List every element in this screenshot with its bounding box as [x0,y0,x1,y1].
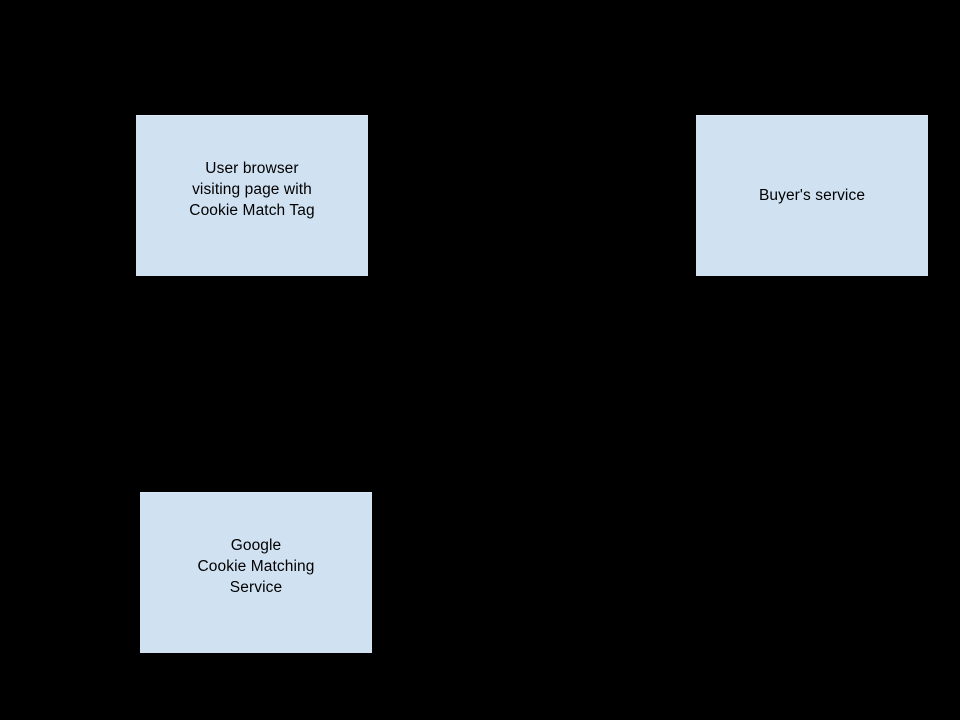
node-user-browser-label: User browser visiting page with Cookie M… [189,159,315,219]
node-google-cookie-matching-service[interactable]: Google Cookie Matching Service [140,492,372,653]
node-user-browser[interactable]: User browser visiting page with Cookie M… [136,115,368,276]
node-buyers-service[interactable]: Buyer's service [696,115,928,276]
node-buyers-service-label: Buyer's service [758,186,866,204]
node-google-cookie-matching-service-label: Google Cookie Matching Service [197,536,315,596]
